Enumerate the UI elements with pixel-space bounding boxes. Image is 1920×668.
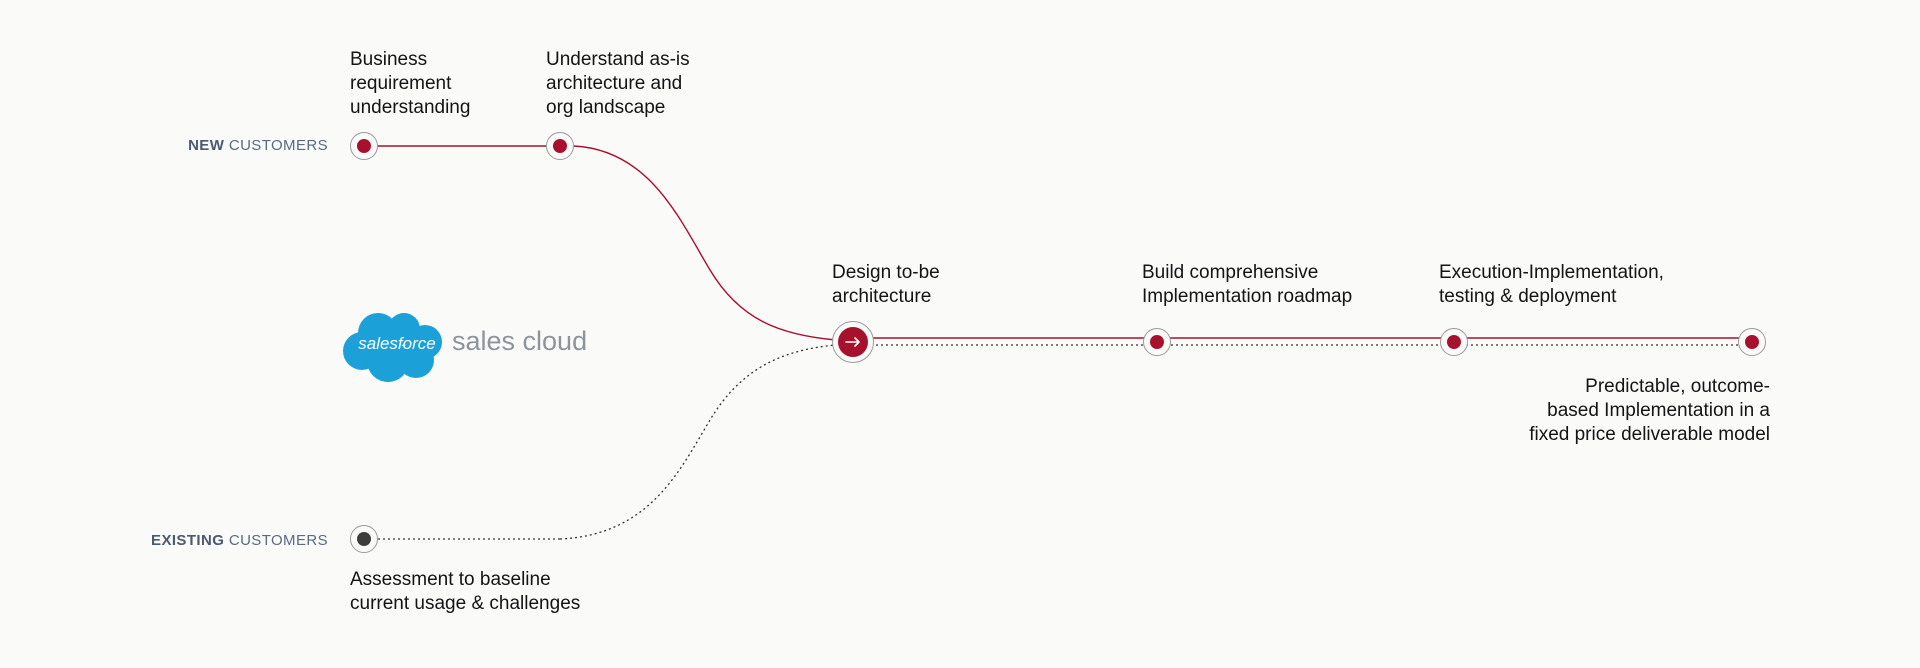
step-design: Design to-be architecture bbox=[832, 262, 940, 307]
salesforce-wordmark: salesforce bbox=[358, 334, 436, 353]
salesforce-cloud-icon bbox=[343, 313, 442, 382]
existing-to-design-curve bbox=[559, 344, 837, 540]
node-execution bbox=[1440, 328, 1468, 356]
node-outcome bbox=[1738, 328, 1766, 356]
node-design bbox=[832, 321, 874, 363]
new-customers-label: NEW CUSTOMERS bbox=[188, 137, 328, 154]
node-understand-asis bbox=[546, 132, 574, 160]
step-assessment: Assessment to baseline current usage & c… bbox=[350, 569, 581, 614]
step-outcome: Predictable, outcome- based Implementati… bbox=[1529, 376, 1770, 445]
step-execution: Execution-Implementation, testing & depl… bbox=[1439, 262, 1664, 307]
node-roadmap bbox=[1143, 328, 1171, 356]
arrow-right-icon bbox=[845, 337, 860, 347]
step-roadmap: Build comprehensive Implementation roadm… bbox=[1142, 262, 1353, 307]
node-business-requirement bbox=[350, 132, 378, 160]
existing-customers-label: EXISTING CUSTOMERS bbox=[151, 532, 328, 549]
salesforce-sales-cloud-logo: salesforce sales cloud bbox=[338, 306, 598, 386]
node-assessment bbox=[350, 525, 378, 553]
product-name: sales cloud bbox=[452, 326, 588, 356]
new-to-design-curve bbox=[573, 145, 837, 341]
step-business-requirement: Business requirement understanding bbox=[350, 49, 471, 118]
step-understand-asis: Understand as-is architecture and org la… bbox=[546, 49, 690, 118]
